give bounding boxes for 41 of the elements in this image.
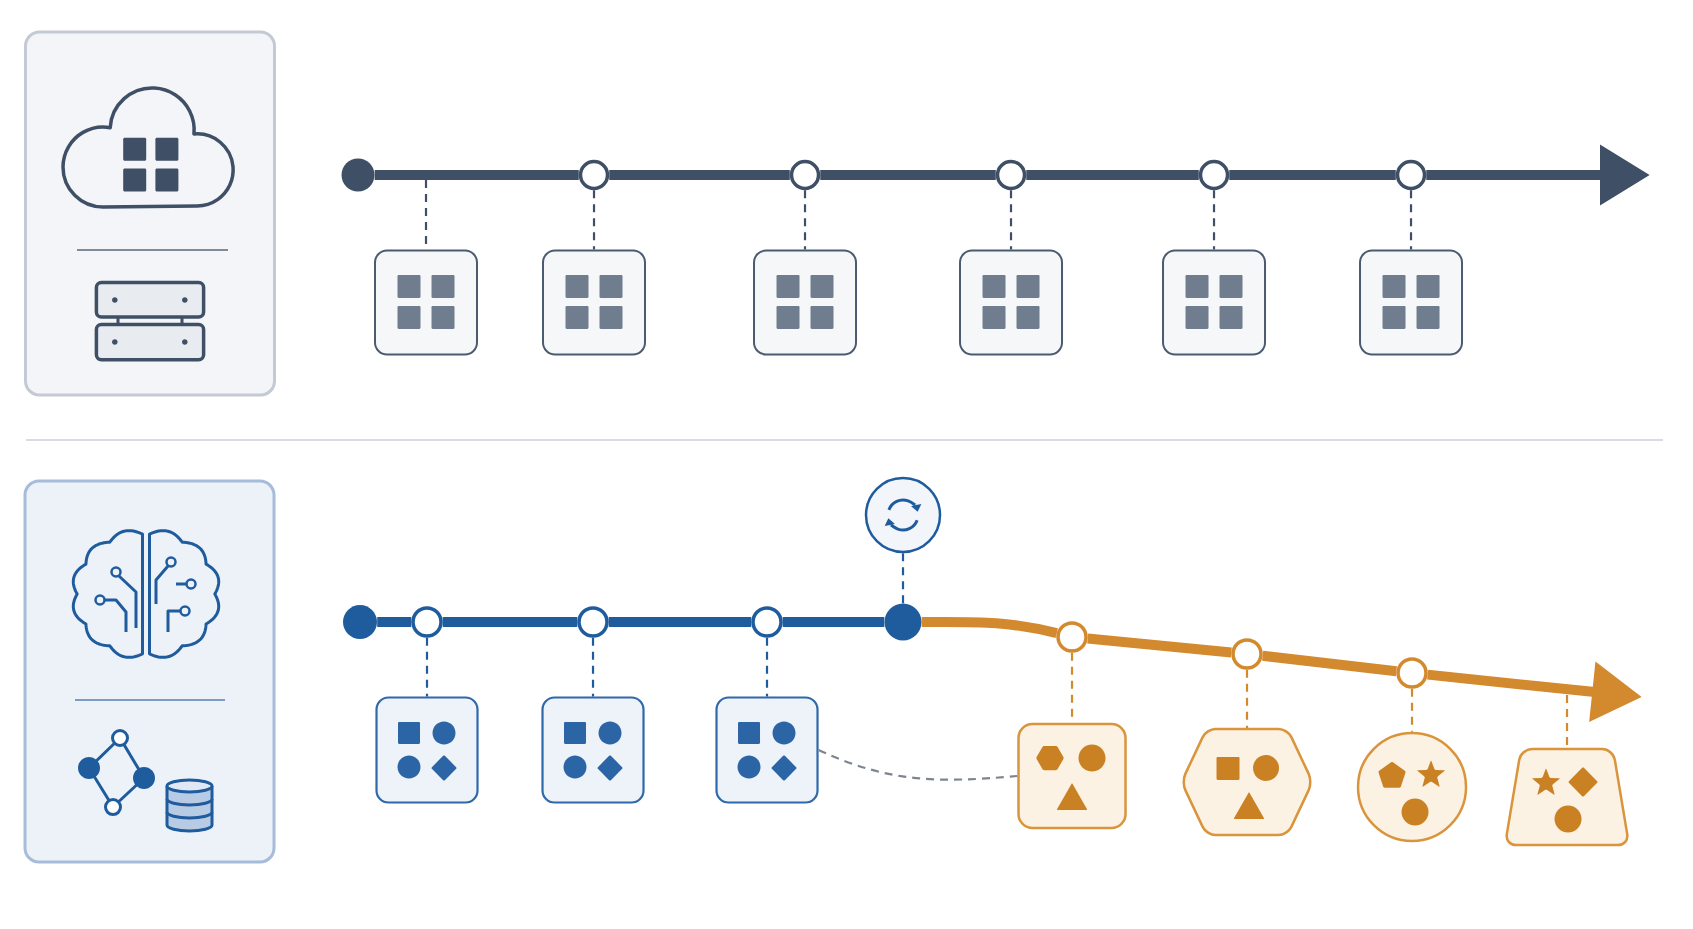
timeline xyxy=(921,616,1058,639)
timeline-dot xyxy=(343,605,377,639)
leader-line xyxy=(1409,190,1413,250)
leader-line xyxy=(592,190,596,250)
timeline xyxy=(377,617,412,627)
timeline-marker xyxy=(578,159,610,191)
leader-line xyxy=(1212,190,1216,250)
timeline xyxy=(1229,170,1396,180)
timeline xyxy=(609,170,790,180)
timeline xyxy=(1087,633,1232,658)
timeline-marker xyxy=(1198,159,1230,191)
timeline-dot xyxy=(341,158,375,192)
leader-line xyxy=(1009,190,1013,250)
leader-line xyxy=(591,637,595,697)
timeline-marker xyxy=(1396,657,1428,689)
timeline-marker xyxy=(995,159,1027,191)
timeline-marker xyxy=(1395,159,1427,191)
leader-line xyxy=(901,553,905,604)
timeline xyxy=(442,617,578,627)
timeline-marker xyxy=(1056,621,1088,653)
timeline xyxy=(782,617,885,627)
timeline-marker xyxy=(577,606,609,638)
timeline xyxy=(1026,170,1199,180)
leader-line xyxy=(425,637,429,697)
leader-line xyxy=(803,190,807,250)
timeline xyxy=(820,170,996,180)
timeline-marker xyxy=(411,606,443,638)
timeline xyxy=(608,617,752,627)
timeline-marker xyxy=(789,159,821,191)
leader-line xyxy=(1245,669,1249,728)
panel xyxy=(23,479,276,864)
timeline-marker xyxy=(751,606,783,638)
timeline-marker xyxy=(1231,638,1263,670)
timeline xyxy=(1262,650,1397,677)
leader-line xyxy=(1410,688,1414,732)
dashed-connector xyxy=(818,749,1018,781)
timeline-dot xyxy=(884,603,922,641)
leader-line xyxy=(1565,695,1569,748)
leader-line xyxy=(765,637,769,697)
timeline xyxy=(374,170,579,180)
icon-circle xyxy=(864,476,942,554)
